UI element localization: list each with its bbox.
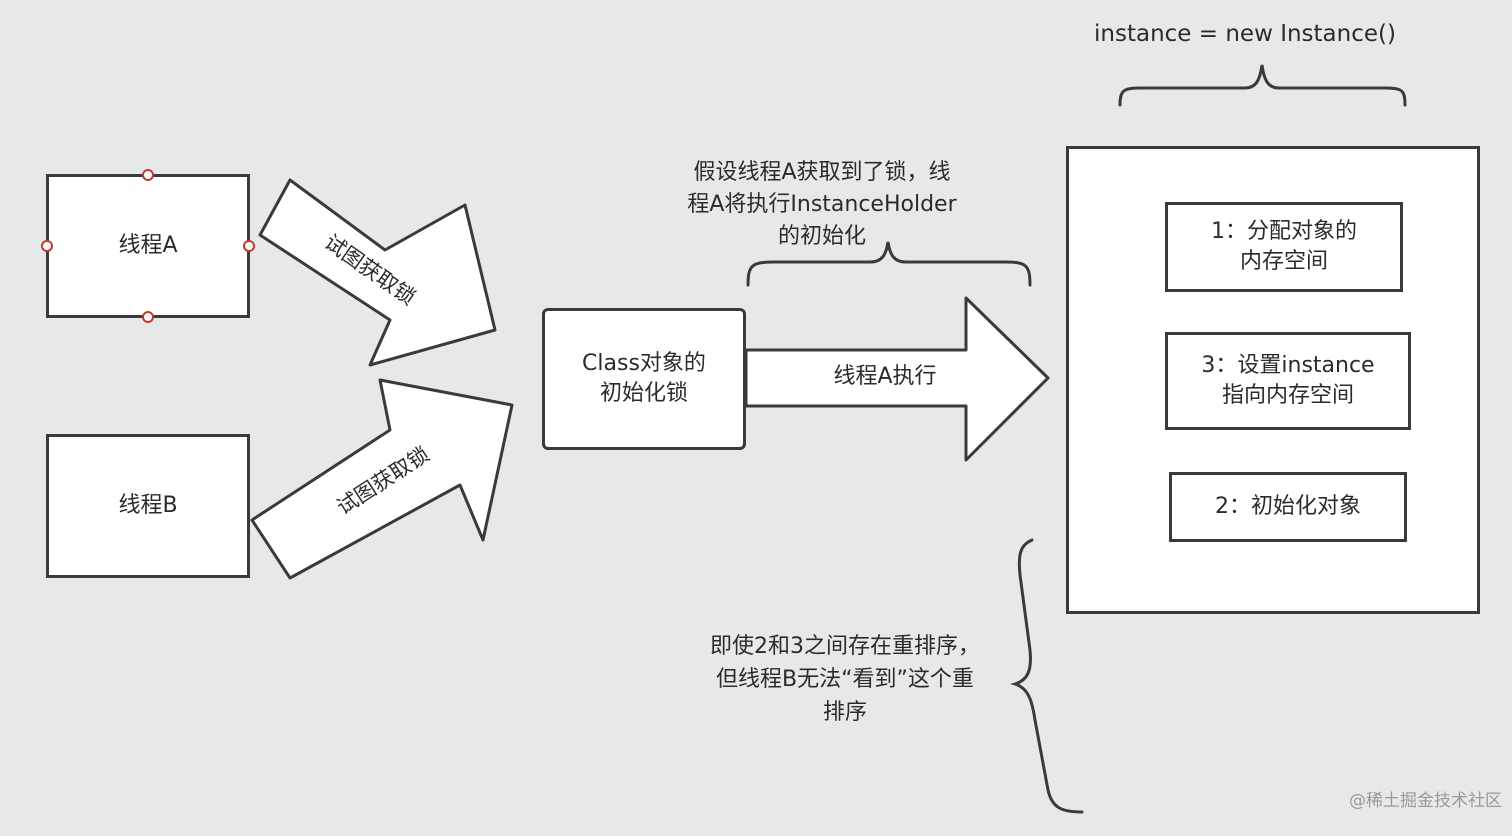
brace-note-top [746,241,1032,287]
note-bottom-line3: 排序 [822,700,867,725]
step-3-line2: 指向内存空间 [1221,383,1354,408]
note-top-line3: 的初始化 [777,224,866,249]
arrow-thread-a-to-lock [258,178,497,367]
brace-instance-expr [1118,64,1407,107]
exec-arrow-label: 线程A执行 [833,364,937,389]
resize-handle-top[interactable] [142,169,154,181]
lock-box-line2: 初始化锁 [599,381,688,406]
step-set-instance[interactable]: 3：设置instance 指向内存空间 [1165,332,1411,430]
resize-handle-left[interactable] [41,240,53,252]
note-top-line1: 假设线程A获取到了锁，线 [693,160,951,185]
thread-a-label: 线程A [118,233,178,259]
lock-box-line1: Class对象的 [582,351,706,377]
class-init-lock-box[interactable]: Class对象的 初始化锁 [542,308,746,450]
step-3-line1: 3：设置instance [1201,353,1375,379]
arrow-thread-b-to-lock [250,378,514,580]
step-init-object[interactable]: 2：初始化对象 [1169,472,1407,542]
brace-note-bottom [1009,538,1084,814]
note-bottom: 即使2和3之间存在重排序， 但线程B无法“看到”这个重 排序 [670,630,1020,729]
thread-a-box[interactable]: 线程A [46,174,250,318]
step-2-line1: 2：初始化对象 [1215,494,1361,520]
resize-handle-bottom[interactable] [142,311,154,323]
thread-b-box[interactable]: 线程B [46,434,250,578]
note-bottom-line2: 但线程B无法“看到”这个重 [716,667,974,692]
thread-b-label: 线程B [118,493,178,519]
step-1-line2: 内存空间 [1239,249,1328,274]
step-allocate-memory[interactable]: 1：分配对象的 内存空间 [1165,202,1403,292]
arrow-thread-a-execute [744,296,1050,462]
note-top-line2: 程A将执行InstanceHolder [687,192,957,217]
resize-handle-right[interactable] [243,240,255,252]
note-top: 假设线程A获取到了锁，线 程A将执行InstanceHolder 的初始化 [652,157,992,253]
step-1-line1: 1：分配对象的 [1211,219,1357,245]
instance-expression: instance = new Instance() [1094,21,1396,47]
note-bottom-line1: 即使2和3之间存在重排序， [710,634,980,659]
watermark: @稀土掘金技术社区 [1349,791,1502,811]
